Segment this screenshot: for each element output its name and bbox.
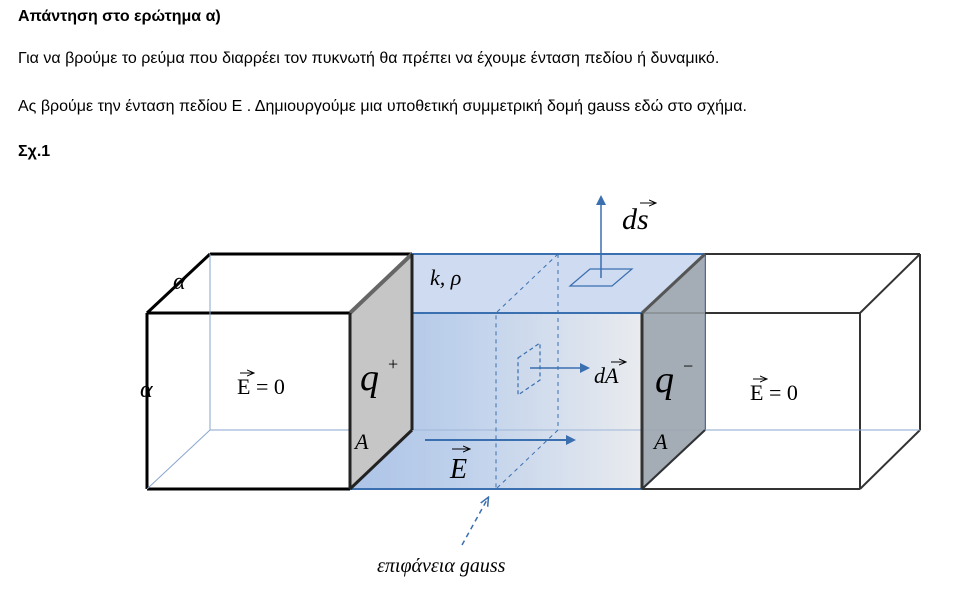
- area-right-label: A: [652, 429, 668, 454]
- dA-element: [517, 341, 590, 397]
- negative-plate: [640, 252, 707, 490]
- right-region-box: [642, 253, 921, 490]
- dA-label: dA: [594, 363, 619, 388]
- E-label-group: E: [449, 449, 470, 485]
- ds-element: [568, 195, 634, 287]
- ds-label-group: ds: [622, 203, 656, 236]
- alpha-left-label: α: [140, 377, 153, 403]
- left-region-box: [145, 252, 412, 491]
- answer-heading: Απάντηση στο ερώτημα α): [18, 8, 221, 25]
- figure-label: Σχ.1: [18, 143, 51, 160]
- conductivity-label: k, ρ: [430, 265, 461, 290]
- e-zero-left-text: E = 0: [237, 374, 285, 399]
- paragraph-field: Ας βρούμε την ένταση πεδίου Ε . Δημιουργ…: [18, 98, 747, 115]
- q-plus-label: q: [360, 357, 379, 399]
- area-left-label: A: [353, 429, 369, 454]
- alpha-top-label: α: [173, 269, 186, 295]
- e-zero-right-text: E = 0: [750, 380, 798, 405]
- e-zero-left: E = 0: [237, 373, 285, 399]
- q-minus-label: q: [655, 359, 674, 401]
- E-label: E: [449, 454, 467, 485]
- paragraph-current: Για να βρούμε το ρεύμα που διαρρέει τον …: [18, 50, 720, 67]
- e-zero-right: E = 0: [750, 379, 798, 405]
- dA-label-group: dA: [594, 362, 626, 388]
- gauss-pointer-arrow: [461, 498, 488, 546]
- q-minus-sup: −: [683, 356, 693, 376]
- q-plus-sup: +: [388, 354, 398, 374]
- gauss-surface-label: επιφάνεια gauss: [377, 555, 506, 577]
- positive-plate: [348, 252, 414, 491]
- ds-label: ds: [622, 203, 649, 236]
